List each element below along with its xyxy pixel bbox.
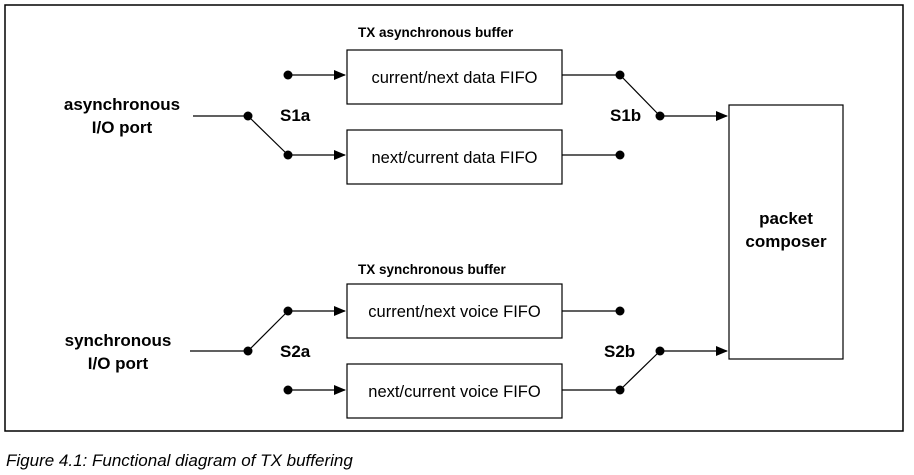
switch-s2b-contact-top xyxy=(615,306,625,316)
switch-s2b-blade xyxy=(619,350,661,391)
fifo-sync-bottom-label: next/current voice FIFO xyxy=(368,383,541,401)
switch-s1b-label: S1b xyxy=(610,106,641,125)
packet-composer-label-line2: composer xyxy=(745,232,827,251)
fifo-sync-bottom xyxy=(346,363,563,419)
packet-composer-box xyxy=(728,104,844,360)
switch-s1b-blade xyxy=(619,74,661,117)
figure-caption: Figure 4.1: Functional diagram of TX buf… xyxy=(6,451,353,470)
switch-s1b-contact-bottom xyxy=(615,150,625,160)
switch-s2a-blade xyxy=(247,310,289,352)
fifo-async-top xyxy=(346,49,563,105)
figure-frame xyxy=(4,4,904,432)
fifo-sync-top-label: current/next voice FIFO xyxy=(368,303,541,321)
async-port-label-line2: I/O port xyxy=(92,118,153,137)
fifo-async-bottom-label: next/current data FIFO xyxy=(372,149,538,167)
switch-s1a-blade xyxy=(247,115,289,156)
switch-s2a-label: S2a xyxy=(280,342,311,361)
fifo-async-top-label: current/next data FIFO xyxy=(372,69,538,87)
async-port-label-line1: asynchronous xyxy=(64,95,180,114)
tx-async-buffer-title: TX asynchronous buffer xyxy=(358,25,514,40)
sync-port-label-line2: I/O port xyxy=(88,354,149,373)
switch-s1a-label: S1a xyxy=(280,106,311,125)
packet-composer-label-line1: packet xyxy=(759,209,813,228)
tx-sync-buffer-title: TX synchronous buffer xyxy=(358,262,507,277)
switch-s2b-label: S2b xyxy=(604,342,635,361)
sync-port-label-line1: synchronous xyxy=(65,331,172,350)
fifo-async-bottom xyxy=(346,129,563,185)
